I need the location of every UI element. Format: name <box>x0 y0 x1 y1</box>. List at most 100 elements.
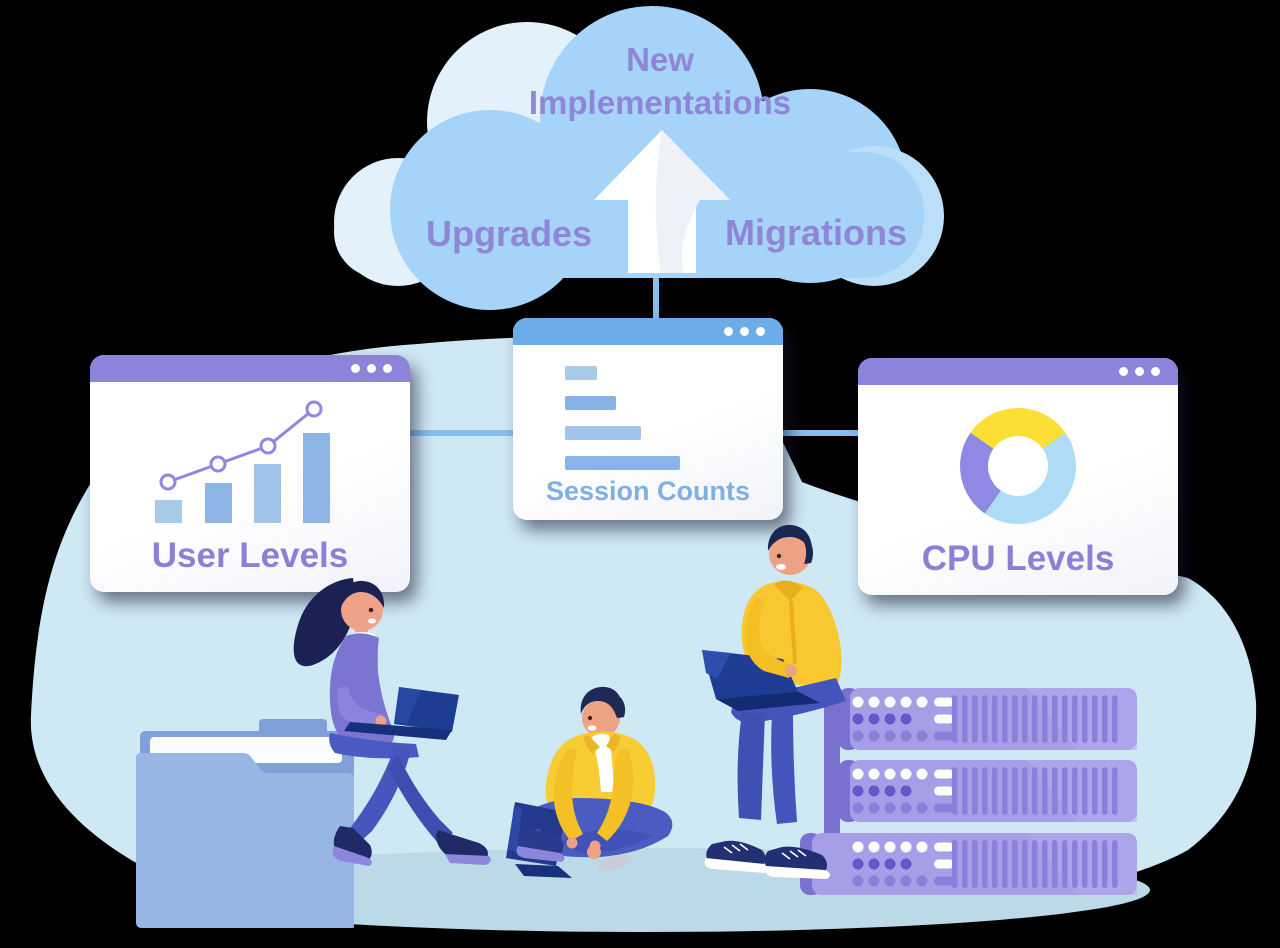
dot-icon <box>1151 367 1160 376</box>
head <box>341 589 383 631</box>
dot-icon <box>383 364 392 373</box>
jeans-crossed-legs <box>513 798 673 858</box>
dot-icon <box>756 327 765 336</box>
jeans-lap <box>731 678 846 723</box>
laptop <box>344 687 459 740</box>
arm <box>745 598 793 678</box>
jeans-calf-near <box>347 746 412 843</box>
hand <box>375 715 387 727</box>
up-arrow-icon <box>594 130 730 273</box>
mouth <box>776 564 786 570</box>
jeans-calf-far <box>388 754 453 844</box>
eye <box>776 553 782 559</box>
head <box>582 699 620 737</box>
person-woman-on-folder <box>293 578 491 866</box>
eye <box>587 715 593 721</box>
shirt-placket <box>789 601 797 664</box>
trend-line <box>167 407 315 484</box>
folder-illustration <box>136 719 354 928</box>
shoe-right-sole <box>445 854 491 865</box>
bar <box>155 500 182 523</box>
cloud-label-new-implementations: New Implementations <box>430 38 890 124</box>
server-unit-3 <box>800 833 1137 895</box>
titlebar <box>858 358 1178 385</box>
window-cpu-levels: CPU Levels <box>858 358 1178 595</box>
user-levels-chart <box>155 400 330 523</box>
arm-right <box>597 748 634 841</box>
hair-side <box>609 694 626 718</box>
sneaker-right-sole <box>765 866 831 879</box>
shoe-right <box>436 830 488 858</box>
tee-shirt <box>592 733 614 792</box>
dot-icon <box>740 327 749 336</box>
window-user-levels: User Levels <box>90 355 410 592</box>
bar <box>205 483 232 523</box>
hair <box>767 524 813 553</box>
window-title: User Levels <box>151 536 349 575</box>
bar <box>565 426 641 440</box>
shirt-collar <box>774 580 803 601</box>
trend-marker <box>305 400 323 418</box>
hair-back <box>801 536 814 564</box>
sleeve <box>337 686 383 726</box>
jeans-calf-front <box>737 712 765 820</box>
hand <box>589 840 601 852</box>
dot-icon <box>367 364 376 373</box>
bar <box>565 396 616 410</box>
bare-foot <box>587 845 601 859</box>
arm-left <box>553 748 583 841</box>
head <box>769 533 811 575</box>
hand <box>785 665 797 677</box>
connector-right <box>779 430 863 436</box>
eye <box>368 607 374 613</box>
jeans-shin <box>560 829 652 853</box>
slip-on-sole <box>597 855 631 871</box>
server-unit-1 <box>838 688 1137 750</box>
sneaker-left <box>706 840 766 867</box>
mouth <box>587 725 597 731</box>
trend-marker <box>259 437 277 455</box>
cloud-label-line1: New <box>626 41 694 78</box>
window-session-counts: Session Counts <box>513 318 783 520</box>
window-title: Session Counts <box>545 476 751 506</box>
mouth <box>368 618 376 624</box>
sweater <box>329 633 394 744</box>
collar <box>348 632 376 642</box>
trend-marker <box>209 455 227 473</box>
window-controls <box>351 364 392 373</box>
hand <box>566 837 578 849</box>
cpu-donut-chart <box>960 408 1076 524</box>
window-title: CPU Levels <box>921 539 1115 578</box>
dot-icon <box>351 364 360 373</box>
dot-icon <box>1135 367 1144 376</box>
shoe-left-sole <box>332 846 372 866</box>
connector-left <box>406 430 518 436</box>
shirt <box>741 581 842 686</box>
laptop <box>702 650 820 711</box>
server-rack-stack <box>800 688 1137 895</box>
jeans-thigh <box>329 733 419 759</box>
collar-left <box>584 735 600 754</box>
neck <box>355 626 368 637</box>
shoe-sole <box>516 846 565 862</box>
titlebar <box>90 355 410 382</box>
laptop <box>506 802 572 878</box>
donut-hole <box>988 436 1048 496</box>
window-controls <box>1119 367 1160 376</box>
jeans-calf-back <box>771 713 797 824</box>
window-controls <box>724 327 765 336</box>
connector-vertical <box>653 250 659 322</box>
shoe-left <box>333 826 372 862</box>
hair <box>580 686 623 718</box>
dot-icon <box>724 327 733 336</box>
laptop-logo-icon <box>534 828 542 836</box>
person-man-on-servers <box>702 524 846 879</box>
collar-right <box>606 734 620 752</box>
trend-marker <box>159 473 177 491</box>
bar <box>303 433 330 523</box>
laces <box>723 843 807 860</box>
bar <box>254 464 281 523</box>
bar <box>565 366 597 380</box>
dot-icon <box>1119 367 1128 376</box>
